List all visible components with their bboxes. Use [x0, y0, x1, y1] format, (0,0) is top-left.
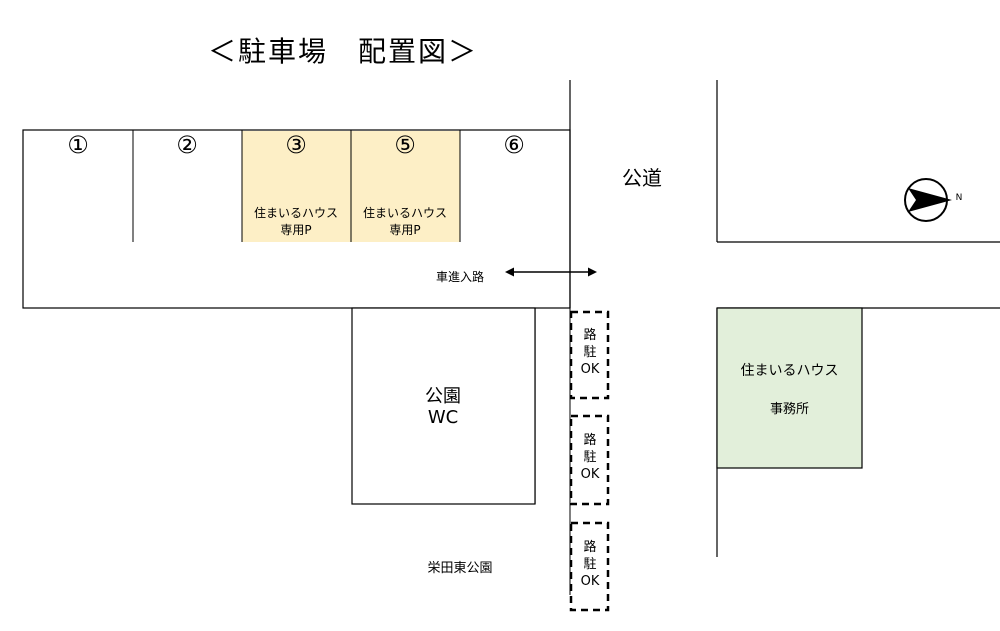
street-parking-3-line1: 路 — [583, 540, 597, 555]
park-toilet-line1: 公園 — [425, 386, 461, 407]
street-parking-1-line1: 路 — [583, 328, 597, 343]
entry-road-label: 車進入路 — [435, 270, 484, 284]
reserved-slot-3 — [242, 131, 351, 242]
street-parking-3-line2: 駐 — [583, 557, 597, 572]
street-parking-3-line3: OK — [580, 574, 600, 589]
street-parking-2-line3: OK — [580, 467, 600, 482]
slot-3-label: 住まいるハウス 専用P — [242, 205, 350, 239]
slot-number-1: ① — [67, 131, 89, 159]
slot-number-6: ⑥ — [503, 131, 525, 159]
slot-number-5: ⑤ — [394, 131, 416, 159]
street-parking-box-2 — [569, 414, 610, 506]
slot-3-label-line2: 専用P — [280, 223, 312, 237]
office-subtitle: 事務所 — [769, 402, 809, 417]
park-toilet-line2: WC — [427, 407, 459, 428]
slot-5-label-line2: 専用P — [389, 223, 421, 237]
street-parking-1-line3: OK — [580, 362, 600, 377]
park-toilet-label: 公園 WC — [352, 386, 534, 428]
entry-arrow — [505, 267, 597, 277]
north-compass-icon — [904, 178, 952, 222]
office-box — [716, 307, 863, 469]
street-parking-1-line2: 駐 — [583, 345, 597, 360]
street-parking-box-3 — [569, 521, 610, 612]
slot-number-2: ② — [176, 131, 198, 159]
street-parking-box-1 — [569, 310, 610, 400]
street-parking-label-3: 路 駐 OK — [571, 539, 609, 590]
page-title: ＜駐車場 配置図＞ — [208, 35, 479, 68]
public-road-label: 公道 — [622, 166, 662, 190]
park-toilet-box — [351, 307, 536, 505]
slot-5-label: 住まいるハウス 専用P — [351, 205, 459, 239]
park-name-label: 栄田東公園 — [427, 561, 493, 576]
slot-5-label-line1: 住まいるハウス — [362, 206, 447, 220]
slot-3-label-line1: 住まいるハウス — [253, 206, 338, 220]
slot-number-3: ③ — [285, 131, 307, 159]
street-parking-label-1: 路 駐 OK — [571, 327, 609, 378]
north-label: N — [955, 193, 963, 203]
street-parking-2-line2: 駐 — [583, 450, 597, 465]
office-name: 住まいるハウス — [740, 363, 839, 379]
reserved-slot-5 — [351, 131, 460, 242]
street-parking-2-line1: 路 — [583, 433, 597, 448]
street-parking-label-2: 路 駐 OK — [571, 432, 609, 483]
